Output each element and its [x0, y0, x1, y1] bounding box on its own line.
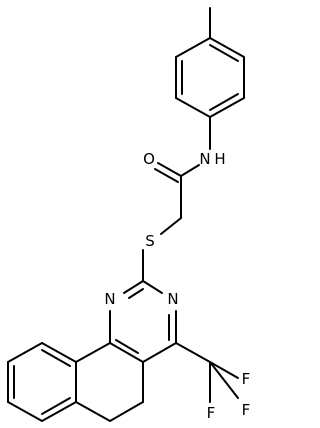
pyrimidine-bond — [142, 280, 163, 294]
benzo-ring-bond — [7, 401, 43, 422]
pyrimidine-bond — [142, 342, 177, 363]
atom-label-pyrimidine-n1: N — [104, 290, 115, 308]
trifluoromethyl-bond — [209, 361, 239, 399]
carbonyl-bond — [157, 162, 182, 177]
tolyl-ring-inner-bond — [209, 44, 239, 62]
atom-label-amide-oxygen: O — [143, 150, 155, 168]
atom-label-fluorine-1: F — [242, 370, 251, 388]
bond-lines — [7, 7, 245, 422]
atom-label-fluorine-2: F — [207, 404, 216, 422]
benzo-ring-inner-bond — [41, 397, 71, 415]
atom-label-fluorine-3: F — [242, 401, 251, 419]
tolyl-ring-bond — [175, 97, 211, 118]
atom-labels: O N H S N N F F F — [104, 150, 250, 422]
atom-label-pyrimidine-n3: N — [167, 290, 178, 308]
pyrimidine-inner-bond — [128, 288, 144, 299]
atom-label-thioether-sulfur: S — [145, 232, 155, 250]
tolyl-ring-bond — [209, 97, 245, 118]
pyrimidine-bond — [123, 280, 144, 294]
tolyl-ring-bond — [175, 37, 211, 58]
dihydro-ring-bond — [109, 401, 144, 422]
atom-label-amide-nitrogen: N — [199, 150, 210, 168]
benzo-ring-inner-bond — [41, 349, 71, 367]
dihydro-ring-bond — [75, 342, 111, 363]
tolyl-ring-bond — [209, 37, 245, 58]
chemical-structure: O N H S N N F F F — [7, 7, 250, 422]
trifluoromethyl-bond — [209, 361, 239, 379]
methylene-sulfur-bond — [160, 217, 182, 235]
carbonyl-bond — [154, 168, 179, 183]
tolyl-ring-inner-bond — [209, 93, 239, 111]
pyrimidine-inner-bond — [115, 339, 139, 354]
dihydro-ring-bond — [75, 401, 111, 422]
benzo-ring-bond — [41, 342, 77, 363]
amide-n-c-bond — [180, 164, 200, 177]
trifluoromethyl-bond — [175, 342, 211, 363]
atom-label-amide-hydrogen: H — [214, 150, 225, 168]
pyrimidine-bond — [109, 342, 144, 363]
benzo-ring-bond — [41, 401, 77, 422]
benzo-ring-bond — [7, 342, 43, 363]
